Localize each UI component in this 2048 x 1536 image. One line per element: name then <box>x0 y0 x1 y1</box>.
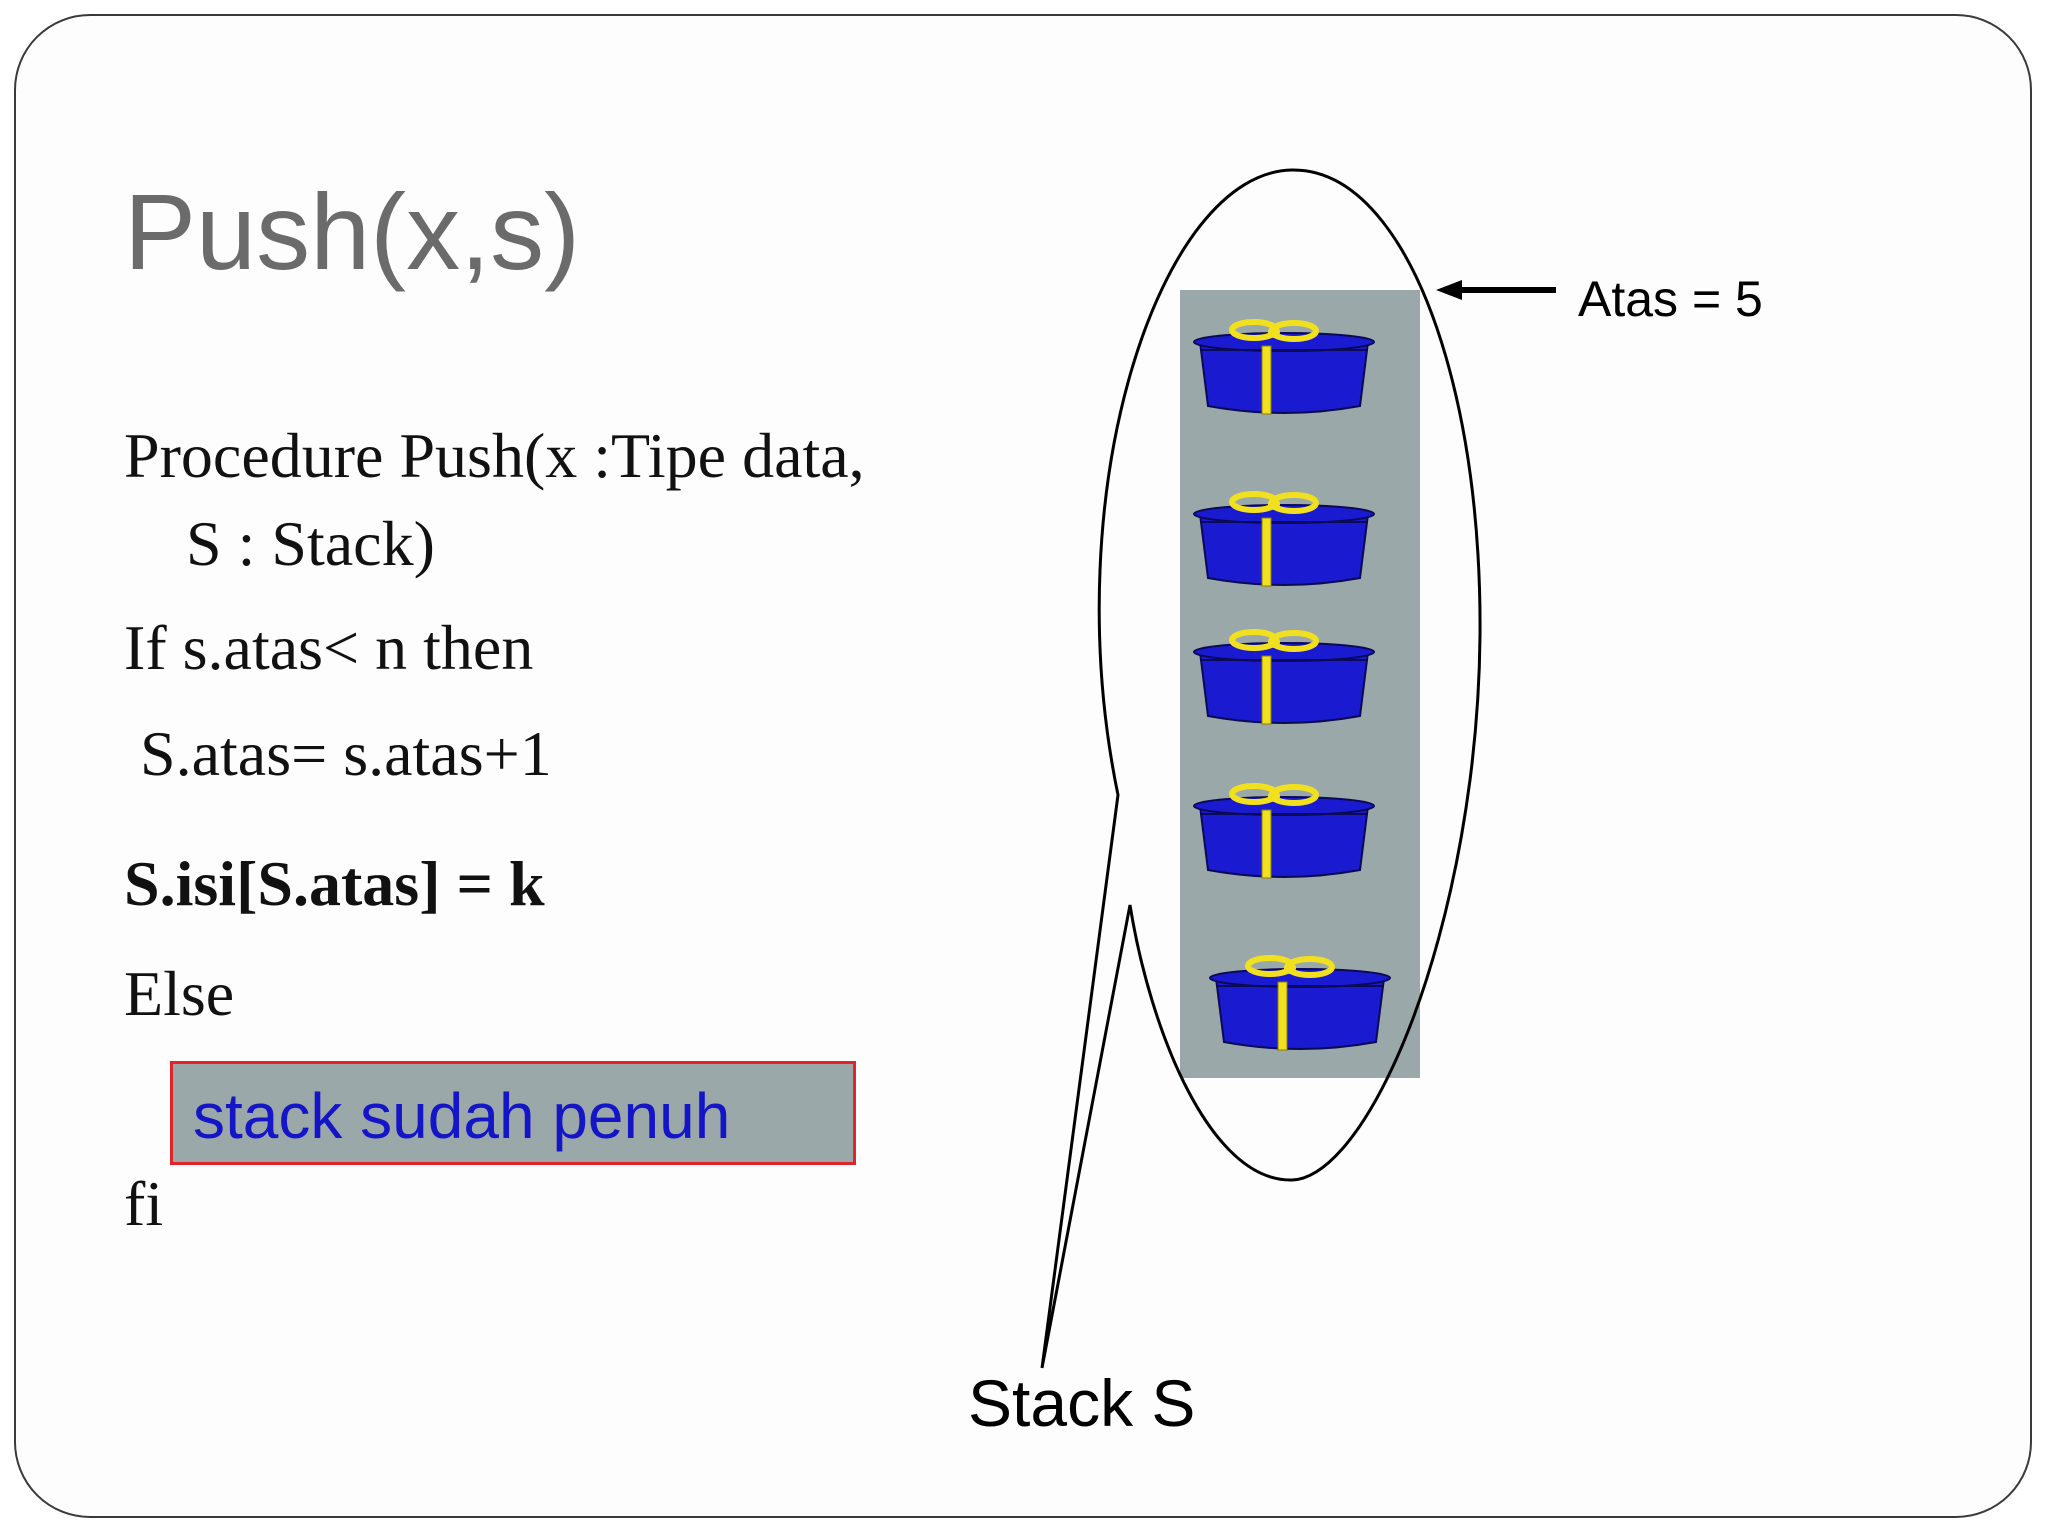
stack-full-message-box: stack sudah penuh <box>170 1061 856 1165</box>
slide-title: Push(x,s) <box>124 171 581 292</box>
gift-box-item <box>1209 955 1391 1051</box>
callout-bubble <box>1040 168 1482 1369</box>
code-line-if: If s.atas< n then <box>124 612 534 683</box>
top-pointer-arrow <box>1436 280 1556 300</box>
gift-box-item <box>1193 319 1375 415</box>
code-line-procedure: Procedure Push(x :Tipe data, <box>124 420 865 491</box>
code-line-else: Else <box>124 958 235 1029</box>
code-line-stack-param: S : Stack) <box>186 508 435 579</box>
stack-label: Stack S <box>968 1366 1195 1440</box>
top-pointer-label: Atas = 5 <box>1578 271 1763 327</box>
code-line-increment: S.atas= s.atas+1 <box>140 718 552 789</box>
slide-frame <box>14 14 2032 1518</box>
gift-box-item <box>1193 629 1375 725</box>
code-line-fi: fi <box>124 1168 164 1239</box>
gift-box-item <box>1193 783 1375 879</box>
stack-full-message: stack sudah penuh <box>193 1080 731 1152</box>
stack-items <box>1193 319 1391 1051</box>
gift-box-item <box>1193 491 1375 587</box>
code-line-assign: S.isi[S.atas] = k <box>124 848 545 919</box>
